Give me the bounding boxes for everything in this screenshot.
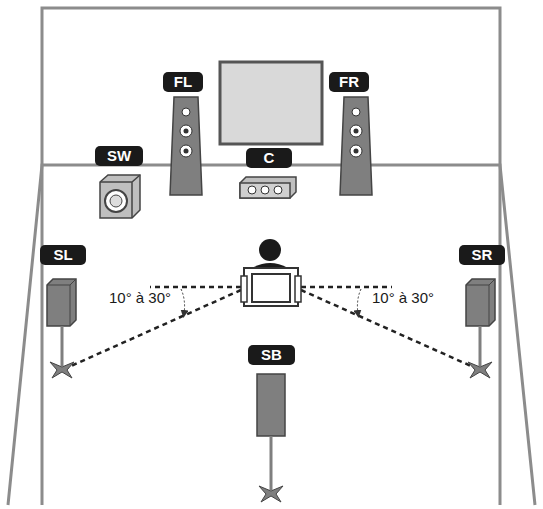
speaker-label: SB [248,345,295,365]
center-speaker [240,177,296,198]
speaker-label: FL [163,72,203,92]
surround-back-speaker [257,374,285,502]
tv-screen [220,62,322,144]
angle-label: 10° à 30° [107,289,173,307]
speaker-label: SR [459,245,505,265]
surround-right-speaker [466,279,495,378]
speaker-name: SB [254,345,289,364]
speaker-label: C [246,148,292,168]
surround-left-speaker [47,279,76,378]
front-left-speaker [170,97,202,195]
subwoofer [100,175,140,218]
speaker-label: SW [95,146,143,166]
speaker-name: SR [465,245,499,264]
speaker-label: FR [329,72,369,92]
room-outline [8,8,535,505]
listener [241,239,301,306]
speaker-name: FR [335,72,363,91]
speaker-name: SW [101,146,137,165]
front-right-speaker [340,97,372,195]
speaker-label: SL [40,245,86,265]
speaker-name: SL [46,245,80,264]
speaker-name: C [252,148,286,167]
angle-label: 10° à 30° [370,289,436,307]
speaker-name: FL [169,72,197,91]
